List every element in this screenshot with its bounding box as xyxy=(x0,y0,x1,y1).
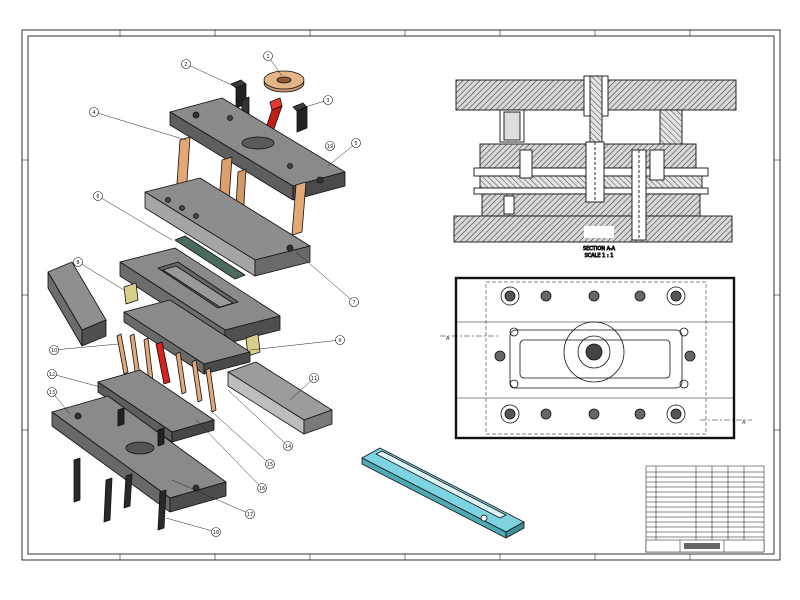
balloon-13: 13 xyxy=(47,387,57,397)
stripper-plate xyxy=(123,299,251,375)
balloon-label: 3 xyxy=(326,98,329,104)
balloon-label: 11 xyxy=(311,376,317,382)
balloon-label: 4 xyxy=(92,110,95,116)
balloon-2: 2 xyxy=(181,59,191,69)
section-view: SECTION A-A SCALE 1 : 1 xyxy=(453,75,737,259)
balloon-14: 14 xyxy=(283,441,293,451)
balloon-5: 5 xyxy=(351,138,361,148)
balloon-label: 1 xyxy=(266,54,269,60)
balloon-label: 7 xyxy=(352,300,355,306)
balloon-8: 8 xyxy=(73,257,83,267)
balloon-4: 4 xyxy=(89,107,99,117)
balloon-label: 9 xyxy=(338,338,341,344)
balloon-9: 9 xyxy=(335,335,345,345)
section-title: SECTION A-A xyxy=(583,246,616,252)
balloon-label: 14 xyxy=(285,444,291,450)
washer-part xyxy=(263,70,305,93)
balloon-11: 11 xyxy=(309,373,319,383)
sheet-border xyxy=(21,29,781,561)
balloon-label: 17 xyxy=(247,512,253,518)
left-block xyxy=(47,261,107,347)
balloon-3: 3 xyxy=(323,95,333,105)
cut-marker-left: A xyxy=(446,336,450,342)
top-view: A A xyxy=(440,276,752,440)
balloon-15: 15 xyxy=(265,459,275,469)
top-view-pins xyxy=(494,286,696,424)
balloon-7: 7 xyxy=(349,297,359,307)
exploded-view xyxy=(47,55,357,533)
balloon-label: 5 xyxy=(354,141,357,147)
section-scale: SCALE 1 : 1 xyxy=(585,253,614,259)
balloon-10: 10 xyxy=(49,345,59,355)
cut-marker-right: A xyxy=(742,420,746,426)
small-pins xyxy=(116,333,217,413)
balloon-label: 10 xyxy=(51,348,57,354)
balloon-label: 19 xyxy=(327,144,333,150)
balloon-label: 8 xyxy=(76,260,79,266)
balloon-label: 6 xyxy=(96,194,99,200)
balloon-label: 12 xyxy=(49,372,55,378)
balloon-19: 19 xyxy=(325,141,335,151)
balloon-label: 16 xyxy=(259,486,265,492)
balloon-label: 15 xyxy=(267,462,273,468)
balloon-17: 17 xyxy=(245,509,255,519)
balloon-16: 16 xyxy=(257,483,267,493)
punch-plate xyxy=(144,177,311,277)
backing-plate xyxy=(97,369,215,443)
right-block xyxy=(227,361,333,435)
balloon-label: 13 xyxy=(49,390,55,396)
bottom-plate xyxy=(51,395,227,513)
bottom-screws xyxy=(73,457,167,531)
strip-part xyxy=(361,447,525,539)
balloon-6: 6 xyxy=(93,191,103,201)
stripper-insert xyxy=(174,235,246,280)
balloon-label: 18 xyxy=(213,530,219,536)
balloon-12: 12 xyxy=(47,369,57,379)
leader-lines xyxy=(51,55,357,533)
top-plate xyxy=(169,97,346,201)
balloon-1: 1 xyxy=(263,51,273,61)
balloon-18: 18 xyxy=(211,527,221,537)
title-block xyxy=(645,465,765,553)
bom-rows xyxy=(646,471,764,538)
balloon-label: 2 xyxy=(184,62,187,68)
